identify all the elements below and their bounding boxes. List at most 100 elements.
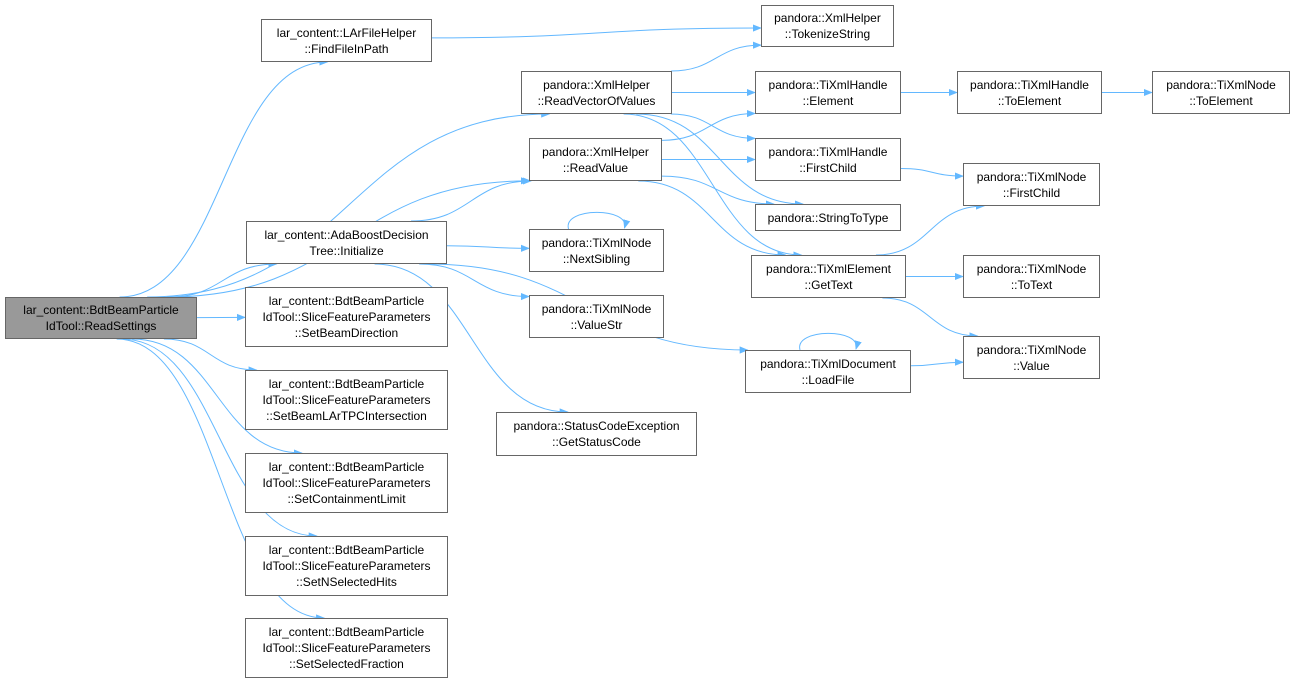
node-label-line: ::SetContainmentLimit	[287, 492, 406, 506]
edge-root-setselfrac	[116, 338, 326, 622]
node-to-text[interactable]: pandora::TiXmlNode::ToText	[963, 255, 1100, 298]
node-node-to-element[interactable]: pandora::TiXmlNode::ToElement	[1152, 71, 1290, 114]
node-label-line: pandora::TiXmlDocument	[760, 356, 896, 371]
node-label-line: pandora::TiXmlNode	[976, 169, 1087, 184]
node-handle-first-child[interactable]: pandora::TiXmlHandle::FirstChild	[755, 138, 901, 181]
node-label-line: pandora::TiXmlHandle	[768, 144, 888, 159]
edge-handlefirstchild-nodefirstchild	[900, 167, 964, 180]
node-label-line: ::TokenizeString	[784, 27, 871, 41]
edge-readvector-tokenize	[671, 41, 762, 72]
edge-loadfile-nodevalue	[910, 358, 964, 367]
edge-gettext-nodevalue	[882, 297, 979, 340]
node-read-value[interactable]: pandora::XmlHelper::ReadValue	[529, 138, 662, 181]
node-label-line: pandora::TiXmlNode	[976, 261, 1087, 276]
edge-adaboost-nextsibling	[446, 244, 530, 252]
node-label-line: ::FindFileInPath	[304, 41, 389, 56]
edge-readvalue-handleelement	[661, 109, 756, 141]
edge-root-setbeamlar	[163, 338, 258, 374]
node-label-line: IdTool::ReadSettings	[45, 319, 157, 333]
edge-root-setnselected	[121, 338, 318, 540]
node-value-str[interactable]: pandora::TiXmlNode::ValueStr	[529, 295, 664, 338]
edge-root-setcontain	[132, 338, 303, 457]
node-node-first-child[interactable]: pandora::TiXmlNode::FirstChild	[963, 163, 1100, 206]
node-label-line: lar_content::BdtBeamParticle	[268, 460, 425, 474]
edge-root-adaboost	[169, 260, 278, 298]
node-label-line: ::SetBeamDirection	[294, 326, 399, 340]
edge-adaboost-readvalue	[410, 177, 532, 222]
node-label-line: pandora::TiXmlHandle	[768, 77, 888, 92]
edge-readvector-gettext	[623, 113, 803, 259]
node-label-line: IdTool::SliceFeatureParameters	[262, 310, 431, 324]
edge-readvalue-gettext	[638, 180, 787, 259]
node-label-line: pandora::StatusCodeException	[513, 419, 680, 433]
node-label-line: ::FirstChild	[799, 160, 857, 175]
node-label-line: ::LoadFile	[801, 372, 855, 387]
node-label-line: pandora::XmlHelper	[542, 144, 649, 159]
node-handle-element[interactable]: pandora::TiXmlHandle::Element	[755, 71, 901, 114]
node-label-line: lar_content::LArFileHelper	[276, 25, 417, 40]
node-tokenize-string[interactable]: pandora::XmlHelper::TokenizeString	[761, 5, 894, 47]
node-string-to-type[interactable]: pandora::StringToType	[755, 204, 901, 231]
edge-root-findfile	[119, 58, 329, 298]
node-label-line: lar_content::BdtBeamParticle	[268, 377, 425, 391]
node-label-line: ::SetBeamLArTPCIntersection	[266, 409, 427, 423]
node-label-line: lar_content::BdtBeamParticle	[23, 303, 179, 317]
node-label-line: pandora::TiXmlNode	[541, 235, 652, 250]
node-label-line: ::SetNSelectedHits	[296, 575, 397, 589]
node-label-line: ::SetSelectedFraction	[289, 657, 404, 671]
edge-root-readvector	[147, 110, 551, 298]
node-label-line: ::ValueStr	[570, 317, 623, 332]
node-read-vector-of-values[interactable]: pandora::XmlHelper::ReadVectorOfValues	[521, 71, 672, 114]
edge-findfile-tokenize	[431, 24, 762, 39]
node-label-line: pandora::TiXmlHandle	[970, 77, 1089, 92]
node-label-line: pandora::TiXmlElement	[766, 261, 891, 276]
edge-readvector-handlefirstchild	[670, 113, 756, 142]
node-label-line: pandora::StringToType	[767, 210, 889, 225]
node-label-line: Tree::Initialize	[309, 243, 384, 258]
node-label-line: ::GetStatusCode	[552, 435, 641, 449]
edge-nextsibling-nextsibling	[567, 211, 631, 230]
node-label-line: pandora::XmlHelper	[543, 77, 650, 92]
node-label-line: pandora::TiXmlNode	[1166, 77, 1276, 92]
node-label-line: ::GetText	[804, 277, 853, 292]
node-next-sibling[interactable]: pandora::TiXmlNode::NextSibling	[529, 229, 664, 272]
node-label-line: lar_content::BdtBeamParticle	[268, 625, 425, 639]
node-label-line: ::ToElement	[997, 93, 1062, 108]
node-label-line: pandora::XmlHelper	[774, 11, 881, 25]
node-label-line: pandora::TiXmlNode	[541, 301, 652, 316]
node-handle-to-element[interactable]: pandora::TiXmlHandle::ToElement	[957, 71, 1102, 114]
edge-adaboost-statuscode	[374, 263, 569, 416]
node-label-line: ::FirstChild	[1002, 185, 1061, 200]
node-label-line: lar_content::AdaBoostDecision	[264, 227, 429, 242]
node-get-status-code[interactable]: pandora::StatusCodeException::GetStatusC…	[496, 412, 697, 456]
node-load-file[interactable]: pandora::TiXmlDocument::LoadFile	[745, 350, 911, 393]
node-label-line: ::Value	[1013, 358, 1050, 373]
node-label-line: ::ToText	[1010, 277, 1053, 292]
node-label-line: ::NextSibling	[562, 251, 631, 266]
edge-loadfile-loadfile	[799, 332, 862, 351]
node-label-line: IdTool::SliceFeatureParameters	[262, 559, 431, 573]
node-label-line: pandora::TiXmlNode	[976, 342, 1087, 357]
edge-gettext-nodefirstchild	[875, 202, 985, 256]
node-label-line: IdTool::SliceFeatureParameters	[262, 393, 431, 407]
node-find-file-in-path[interactable]: lar_content::LArFileHelper::FindFileInPa…	[261, 19, 432, 62]
node-label-line: ::ReadVectorOfValues	[537, 93, 656, 108]
node-label-line: IdTool::SliceFeatureParameters	[262, 476, 431, 490]
node-label-line: lar_content::BdtBeamParticle	[268, 294, 425, 308]
node-label-line: lar_content::BdtBeamParticle	[268, 543, 425, 557]
node-get-text[interactable]: pandora::TiXmlElement::GetText	[751, 255, 906, 298]
edge-adaboost-valuestr	[419, 263, 530, 301]
node-node-value[interactable]: pandora::TiXmlNode::Value	[963, 336, 1100, 379]
node-label-line: ::ReadValue	[562, 160, 629, 175]
node-label-line: ::Element	[802, 93, 854, 108]
edge-readvalue-stringtotype	[661, 175, 775, 208]
